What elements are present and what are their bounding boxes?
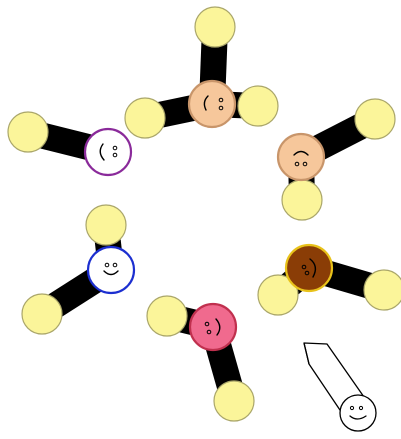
- atom-cap-12[interactable]: [8, 112, 48, 152]
- purple-face-upper-left-token[interactable]: [85, 129, 131, 175]
- atom-cap-11[interactable]: [86, 205, 126, 245]
- pencil-face-icon: [340, 395, 376, 431]
- pink-face-bottom-token[interactable]: [190, 304, 236, 350]
- atom-cap-9[interactable]: [147, 296, 187, 336]
- atom-cap-2[interactable]: [125, 98, 165, 138]
- blue-face-left-token[interactable]: [88, 247, 134, 293]
- atom-cap-6[interactable]: [364, 270, 401, 310]
- peach-face-upper-right-token[interactable]: [278, 134, 324, 180]
- atom-cap-3[interactable]: [238, 86, 278, 126]
- atom-cap-8[interactable]: [214, 381, 254, 421]
- atom-cap-1[interactable]: [195, 7, 235, 47]
- pencil-tool[interactable]: [304, 343, 376, 431]
- atom-cap-4[interactable]: [355, 99, 395, 139]
- atom-cap-5[interactable]: [282, 180, 322, 220]
- brown-face-right-token[interactable]: [286, 245, 332, 291]
- atom-cap-10[interactable]: [22, 294, 62, 334]
- peach-face-top-token[interactable]: [189, 81, 235, 127]
